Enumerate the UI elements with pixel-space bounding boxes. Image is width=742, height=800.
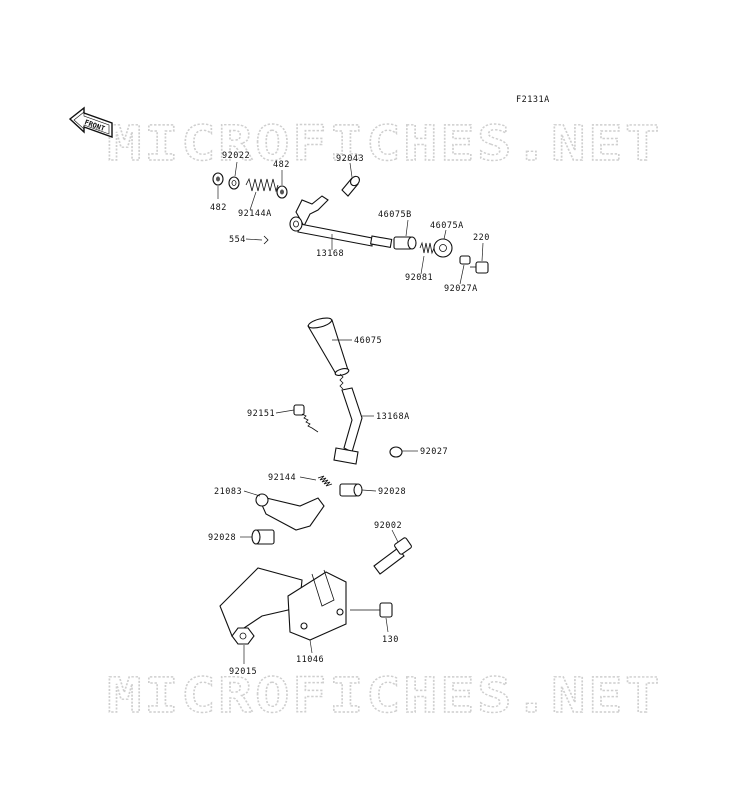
label-482-left: 482 bbox=[210, 203, 227, 213]
shift-shaft-13168 bbox=[289, 195, 393, 248]
bolt-130 bbox=[350, 602, 393, 618]
bushing-92027A bbox=[459, 255, 471, 265]
collar-92028-right bbox=[339, 483, 363, 497]
label-46075: 46075 bbox=[354, 336, 382, 346]
label-92015: 92015 bbox=[229, 667, 257, 677]
watermark-bottom: MICROFICHES.NET bbox=[107, 668, 662, 724]
washer-482-left bbox=[212, 172, 224, 186]
spring-92144 bbox=[317, 475, 333, 487]
nut-92015 bbox=[231, 627, 255, 645]
bolt-220 bbox=[470, 261, 489, 274]
label-92028-left: 92028 bbox=[208, 533, 236, 543]
label-92144: 92144 bbox=[268, 473, 296, 483]
collar-92028-left bbox=[251, 529, 275, 545]
label-92144A: 92144A bbox=[238, 209, 272, 219]
label-220: 220 bbox=[473, 233, 490, 243]
label-13168A: 13168A bbox=[376, 412, 410, 422]
label-92043: 92043 bbox=[336, 154, 364, 164]
cotter-pin-554 bbox=[263, 235, 269, 245]
part-labels: 92022 482 92043 482 92144A 46075B 46075A… bbox=[208, 151, 490, 677]
knob-46075A bbox=[433, 238, 453, 258]
watermark-top: MICROFICHES.NET bbox=[107, 116, 662, 172]
label-13168: 13168 bbox=[316, 249, 344, 259]
label-92151: 92151 bbox=[247, 409, 275, 419]
bolt-92151 bbox=[293, 404, 319, 433]
label-92027A: 92027A bbox=[444, 284, 478, 294]
label-92022: 92022 bbox=[222, 151, 250, 161]
label-11046: 11046 bbox=[296, 655, 324, 665]
label-92002: 92002 bbox=[374, 521, 402, 531]
label-92028-right: 92028 bbox=[378, 487, 406, 497]
label-130: 130 bbox=[382, 635, 399, 645]
bushing-92027 bbox=[389, 446, 403, 458]
bolt-92002 bbox=[373, 537, 412, 575]
pin-92043 bbox=[341, 175, 360, 197]
bracket-11046 bbox=[219, 567, 347, 641]
leader-lines bbox=[217, 161, 484, 664]
label-21083: 21083 bbox=[214, 487, 242, 497]
label-554: 554 bbox=[229, 235, 246, 245]
collar-46075B bbox=[393, 236, 417, 250]
washer-92022 bbox=[228, 176, 240, 190]
label-92027: 92027 bbox=[420, 447, 448, 457]
front-arrow-icon: FRONT bbox=[68, 106, 113, 138]
washer-482-top bbox=[276, 185, 288, 199]
label-482-top: 482 bbox=[273, 160, 290, 170]
label-46075A: 46075A bbox=[430, 221, 464, 231]
spring-92081 bbox=[419, 241, 435, 255]
upper-shift-shaft-assembly bbox=[212, 172, 489, 274]
bracket-21083 bbox=[255, 493, 325, 531]
lower-shift-lever-assembly bbox=[219, 317, 412, 645]
shift-lever-13168A bbox=[333, 373, 363, 465]
label-92081: 92081 bbox=[405, 273, 433, 283]
spring-92144A bbox=[245, 177, 279, 193]
knob-46075 bbox=[307, 317, 350, 376]
figure-code: F2131A bbox=[516, 95, 550, 105]
label-46075B: 46075B bbox=[378, 210, 412, 220]
